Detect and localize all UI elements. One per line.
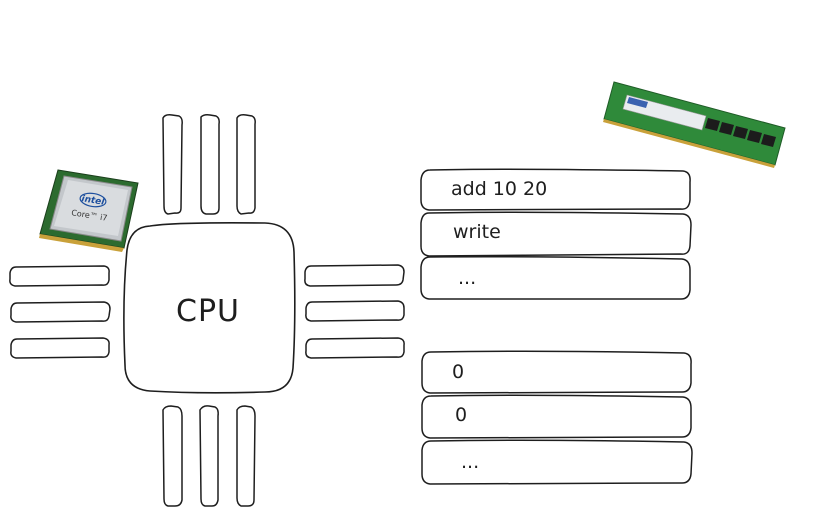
cpu-pins-left (9, 265, 111, 359)
instruction-cell (420, 211, 692, 257)
data-cell (421, 394, 692, 439)
cpu-pins-right (304, 264, 405, 359)
cpu-pins-top (162, 114, 256, 215)
instruction-cell-text: add 10 20 (451, 178, 547, 200)
chip-brand-text: intel (81, 194, 106, 208)
ram-module-image (603, 81, 786, 168)
cpu-pins-bottom (162, 405, 256, 507)
data-cell-text: ... (461, 451, 479, 473)
data-memory-labels: 0 0 ... (452, 361, 479, 473)
cpu-label: CPU (176, 294, 240, 329)
instruction-cell (420, 256, 691, 300)
data-cell (421, 350, 692, 394)
instruction-cell-text: write (453, 221, 501, 243)
data-cell-text: 0 (455, 404, 467, 426)
instruction-memory-labels: add 10 20 write ... (451, 178, 547, 289)
instruction-memory (420, 168, 692, 300)
data-cell-text: 0 (452, 361, 464, 383)
instruction-cell-text: ... (458, 267, 476, 289)
intel-cpu-chip-image: intel Core™ i7 (39, 169, 139, 252)
data-cell (421, 439, 693, 485)
cpu-body (123, 222, 296, 394)
data-memory (421, 350, 693, 485)
instruction-cell (420, 168, 691, 211)
